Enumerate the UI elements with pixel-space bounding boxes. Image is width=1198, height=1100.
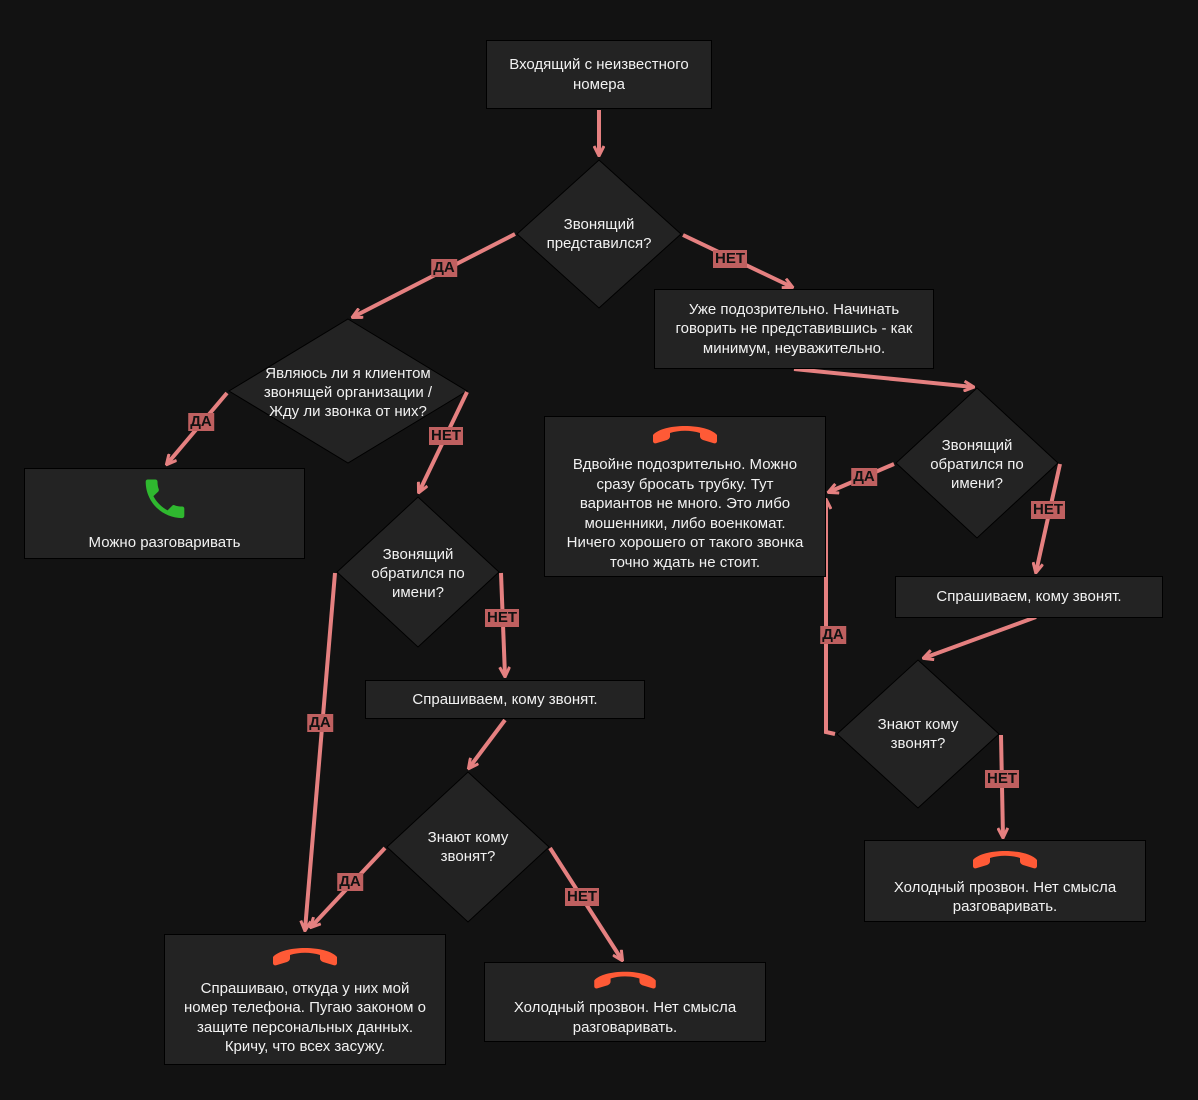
decision-know-right-shape bbox=[836, 659, 1000, 809]
suspicious-node: Уже подозрительно. Начинать говорить не … bbox=[654, 289, 934, 369]
decision-know-right: Знают кому звонят? bbox=[852, 711, 984, 757]
edge-label-no: НЕТ bbox=[565, 888, 599, 906]
ask-source-text: Спрашиваю, откуда у них мой номер телефо… bbox=[184, 979, 426, 1056]
cold-call-right-node: Холодный прозвон. Нет смысла разговарива… bbox=[864, 840, 1146, 922]
phone-hangup-icon bbox=[973, 850, 1037, 868]
decision-know-left: Знают кому звонят? bbox=[402, 824, 534, 870]
start-node: Входящий с неизвестного номера bbox=[486, 40, 712, 109]
edge-label-yes: ДА bbox=[337, 873, 363, 891]
edge-label-yes: ДА bbox=[431, 259, 457, 277]
can-talk-node: Можно разговаривать bbox=[24, 468, 305, 559]
edge-label-yes: ДА bbox=[820, 626, 846, 644]
edge-label-no: НЕТ bbox=[1031, 501, 1065, 519]
decision-client-shape bbox=[228, 318, 468, 464]
decision-introduced-text: Звонящий представился? bbox=[546, 216, 652, 252]
decision-name-right-text: Звонящий обратился по имени? bbox=[930, 436, 1024, 492]
cold-call-left-node: Холодный прозвон. Нет смысла разговарива… bbox=[484, 962, 766, 1042]
start-node-text: Входящий с неизвестного номера bbox=[509, 56, 689, 93]
decision-name-left-text: Звонящий обратился по имени? bbox=[371, 545, 465, 601]
phone-hangup-icon bbox=[594, 971, 656, 989]
decision-introduced: Звонящий представился? bbox=[529, 204, 669, 264]
ask-who-left-node: Спрашиваем, кому звонят. bbox=[365, 680, 645, 719]
ask-source-node: Спрашиваю, откуда у них мой номер телефо… bbox=[164, 934, 446, 1065]
edge-label-no: НЕТ bbox=[713, 250, 747, 268]
cold-call-left-text: Холодный прозвон. Нет смысла разговарива… bbox=[513, 999, 737, 1036]
ask-who-right-text: Спрашиваем, кому звонят. bbox=[936, 588, 1122, 606]
decision-know-left-shape bbox=[386, 771, 550, 923]
edge-name-left-yes bbox=[305, 572, 337, 930]
phone-hangup-icon bbox=[273, 947, 337, 965]
decision-introduced-shape bbox=[516, 159, 682, 309]
decision-name-left: Звонящий обратился по имени? bbox=[352, 540, 484, 606]
decision-know-right-text: Знают кому звонят? bbox=[877, 716, 959, 752]
ask-who-left-text: Спрашиваем, кому звонят. bbox=[412, 690, 598, 708]
decision-name-right: Звонящий обратился по имени? bbox=[911, 431, 1043, 497]
edge-label-yes: ДА bbox=[307, 714, 333, 732]
cold-call-right-text: Холодный прозвон. Нет смысла разговарива… bbox=[893, 878, 1117, 916]
edge-label-no: НЕТ bbox=[485, 609, 519, 627]
edge-label-yes: ДА bbox=[188, 413, 214, 431]
edge-know-right-yes bbox=[826, 500, 836, 736]
phone-hangup-icon bbox=[653, 426, 717, 444]
edge-label-no: НЕТ bbox=[985, 770, 1019, 788]
suspicious-text: Уже подозрительно. Начинать говорить не … bbox=[675, 300, 913, 357]
edge-suspicious-to-name bbox=[793, 367, 973, 387]
edge-ask-right-to-know bbox=[924, 615, 1037, 658]
ask-who-right-node: Спрашиваем, кому звонят. bbox=[895, 576, 1163, 618]
phone-accept-icon bbox=[145, 479, 184, 519]
decision-name-left-shape bbox=[336, 496, 500, 648]
edge-label-no: НЕТ bbox=[429, 427, 463, 445]
double-suspicious-text: Вдвойне подозрительно. Можно сразу броса… bbox=[566, 456, 804, 571]
decision-client-text: Являюсь ли я клиентом звонящей организац… bbox=[263, 364, 433, 420]
can-talk-text: Можно разговаривать bbox=[88, 533, 241, 551]
decision-client: Являюсь ли я клиентом звонящей организац… bbox=[240, 358, 456, 426]
edge-ask-left-to-know bbox=[469, 718, 507, 768]
double-suspicious-node: Вдвойне подозрительно. Можно сразу броса… bbox=[544, 416, 826, 577]
edge-label-yes: ДА bbox=[851, 468, 877, 486]
decision-name-right-shape bbox=[895, 387, 1059, 539]
decision-know-left-text: Знают кому звонят? bbox=[427, 829, 509, 865]
